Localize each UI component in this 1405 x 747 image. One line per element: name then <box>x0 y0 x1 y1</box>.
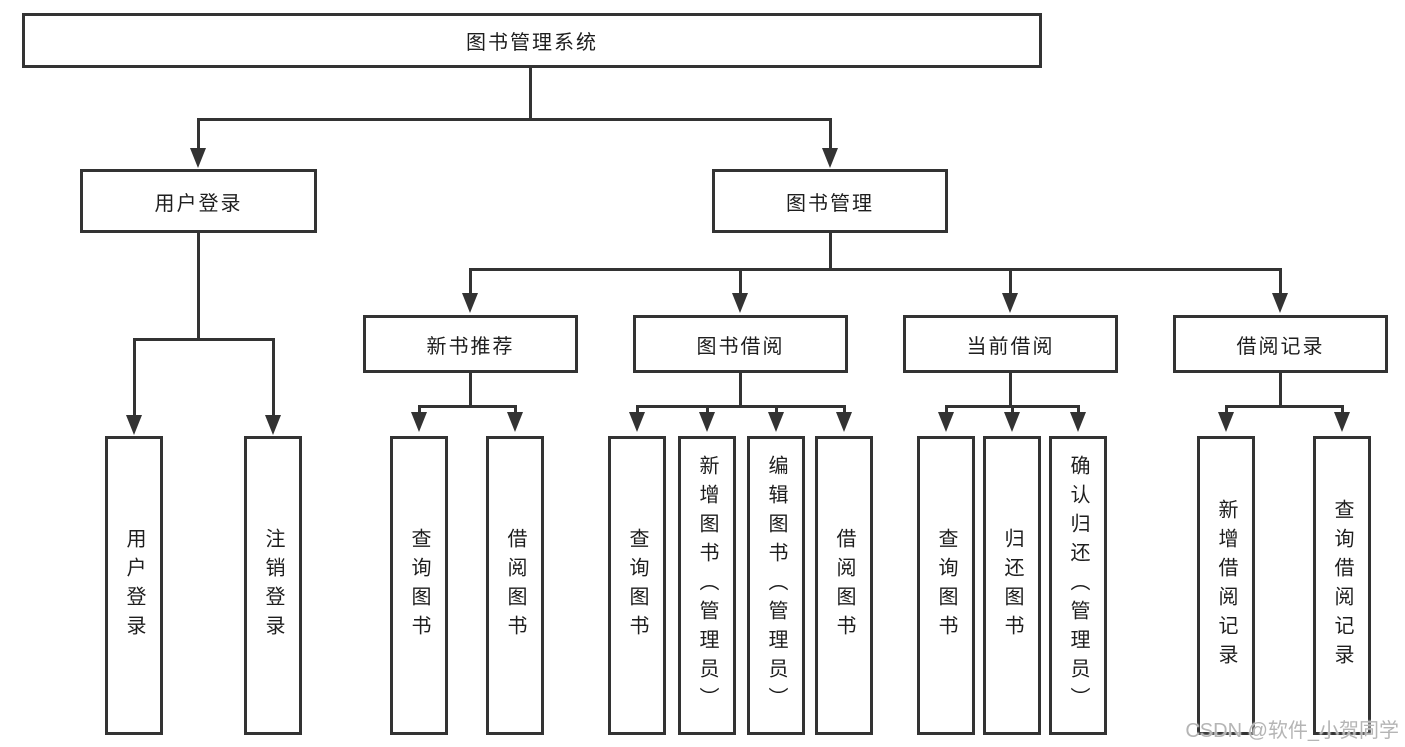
connector-line <box>1341 405 1344 416</box>
leaf-add-books-admin: 新增图书（管理员） <box>678 436 736 735</box>
arrowhead-down-icon <box>629 412 645 432</box>
connector-line <box>706 405 709 416</box>
arrowhead-down-icon <box>1070 412 1086 432</box>
node-current-borrow: 当前借阅 <box>903 315 1118 373</box>
leaf-query-borrow-record-label: 查询借阅记录 <box>1331 498 1353 673</box>
connector-line <box>133 338 274 341</box>
leaf-query-books-3-label: 查询图书 <box>935 527 957 644</box>
connector-line <box>829 118 832 150</box>
leaf-confirm-return-admin: 确认归还（管理员） <box>1049 436 1107 735</box>
leaf-add-borrow-record-label: 新增借阅记录 <box>1215 498 1237 673</box>
leaf-return-books-label: 归还图书 <box>1001 527 1023 644</box>
connector-line <box>529 68 532 120</box>
connector-line <box>1011 405 1014 416</box>
node-new-book-recommend-label: 新书推荐 <box>426 335 515 358</box>
arrowhead-down-icon <box>699 412 715 432</box>
leaf-query-books-1-label: 查询图书 <box>408 527 430 644</box>
node-book-management-label: 图书管理 <box>786 192 874 215</box>
node-root: 图书管理系统 <box>22 13 1042 68</box>
leaf-query-books-3: 查询图书 <box>917 436 975 735</box>
connector-line <box>843 405 846 416</box>
connector-line <box>469 268 1282 271</box>
node-user-login-label: 用户登录 <box>154 192 243 215</box>
connector-line <box>418 405 421 416</box>
leaf-logout: 注销登录 <box>244 436 302 735</box>
leaf-user-login-label: 用户登录 <box>123 527 145 644</box>
leaf-add-books-admin-label: 新增图书（管理员） <box>696 455 718 716</box>
arrowhead-down-icon <box>190 148 206 168</box>
leaf-confirm-return-admin-label: 确认归还（管理员） <box>1067 455 1089 716</box>
connector-line <box>1077 405 1080 416</box>
connector-line <box>945 405 948 416</box>
connector-line <box>133 338 136 417</box>
node-borrow-records-label: 借阅记录 <box>1236 335 1325 358</box>
node-new-book-recommend: 新书推荐 <box>363 315 578 373</box>
node-book-borrow: 图书借阅 <box>633 315 848 373</box>
connector-line <box>775 405 778 416</box>
node-book-management: 图书管理 <box>712 169 948 233</box>
connector-line <box>1279 268 1282 296</box>
connector-line <box>739 373 742 407</box>
leaf-borrow-books-1-label: 借阅图书 <box>504 527 526 644</box>
leaf-borrow-books-2-label: 借阅图书 <box>833 527 855 644</box>
arrowhead-down-icon <box>411 412 427 432</box>
arrowhead-down-icon <box>1004 412 1020 432</box>
leaf-borrow-books-1: 借阅图书 <box>486 436 544 735</box>
connector-line <box>197 118 831 121</box>
connector-line <box>636 405 846 408</box>
connector-line <box>197 233 200 340</box>
connector-line <box>514 405 517 416</box>
arrowhead-down-icon <box>836 412 852 432</box>
leaf-user-login: 用户登录 <box>105 436 163 735</box>
arrowhead-down-icon <box>938 412 954 432</box>
connector-line <box>469 268 472 296</box>
arrowhead-down-icon <box>507 412 523 432</box>
connector-line <box>272 338 275 417</box>
leaf-edit-books-admin-label: 编辑图书（管理员） <box>765 455 787 716</box>
connector-line <box>1009 268 1012 296</box>
connector-line <box>469 373 472 407</box>
leaf-query-books-2-label: 查询图书 <box>626 527 648 644</box>
arrowhead-down-icon <box>1002 293 1018 313</box>
arrowhead-down-icon <box>768 412 784 432</box>
node-current-borrow-label: 当前借阅 <box>966 335 1055 358</box>
connector-line <box>739 268 742 296</box>
arrowhead-down-icon <box>462 293 478 313</box>
arrowhead-down-icon <box>1334 412 1350 432</box>
leaf-borrow-books-2: 借阅图书 <box>815 436 873 735</box>
node-borrow-records: 借阅记录 <box>1173 315 1388 373</box>
connector-line <box>1225 405 1344 408</box>
connector-line <box>418 405 517 408</box>
connector-line <box>1279 373 1282 407</box>
arrowhead-down-icon <box>822 148 838 168</box>
leaf-logout-label: 注销登录 <box>262 527 284 644</box>
leaf-query-borrow-record: 查询借阅记录 <box>1313 436 1371 735</box>
node-user-login: 用户登录 <box>80 169 317 233</box>
csdn-watermark: CSDN @软件_小贺同学 <box>1185 720 1399 742</box>
arrowhead-down-icon <box>732 293 748 313</box>
connector-line <box>197 118 200 150</box>
leaf-edit-books-admin: 编辑图书（管理员） <box>747 436 805 735</box>
connector-line <box>829 233 832 270</box>
leaf-add-borrow-record: 新增借阅记录 <box>1197 436 1255 735</box>
leaf-query-books-1: 查询图书 <box>390 436 448 735</box>
leaf-return-books: 归还图书 <box>983 436 1041 735</box>
arrowhead-down-icon <box>1272 293 1288 313</box>
leaf-query-books-2: 查询图书 <box>608 436 666 735</box>
connector-line <box>1225 405 1228 416</box>
node-root-label: 图书管理系统 <box>466 32 598 54</box>
node-book-borrow-label: 图书借阅 <box>696 335 785 358</box>
arrowhead-down-icon <box>1218 412 1234 432</box>
connector-line <box>636 405 639 416</box>
arrowhead-down-icon <box>126 415 142 435</box>
arrowhead-down-icon <box>265 415 281 435</box>
connector-line <box>1009 373 1012 407</box>
